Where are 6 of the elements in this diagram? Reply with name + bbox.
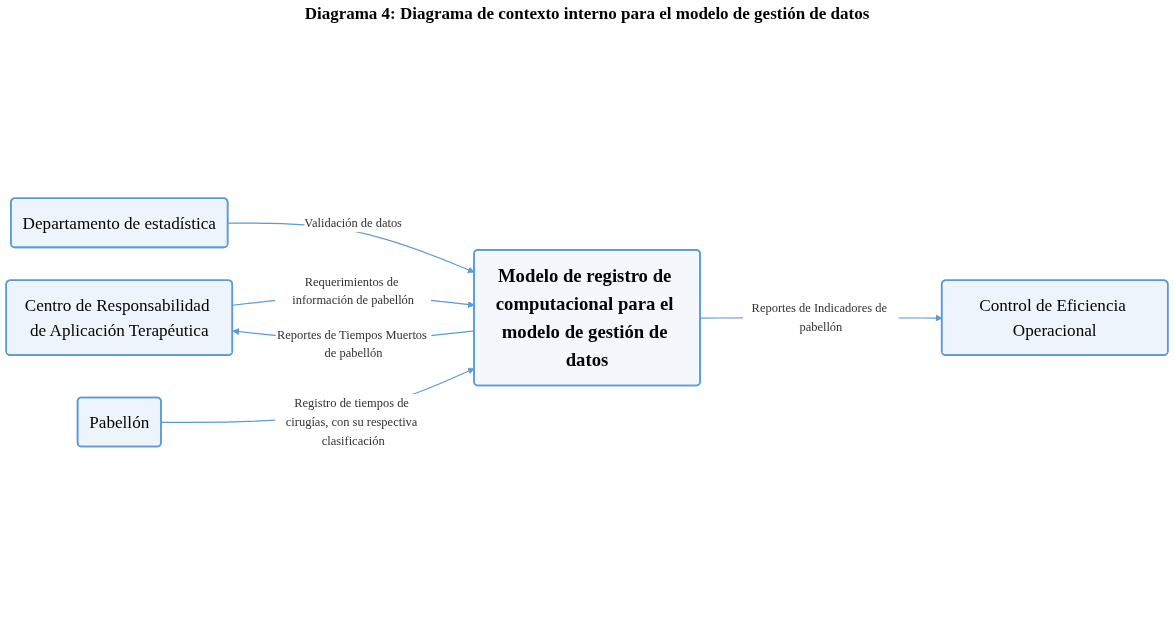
edge-label: Reportes de Indicadores de pabellón xyxy=(751,301,888,334)
edge-label: Requerimientos de información de pabellón xyxy=(292,274,415,307)
edge-label: Validación de datos xyxy=(304,215,402,229)
edge-label: Registro de tiempos de cirugías, con su respectiva clasificación xyxy=(285,396,418,447)
edge-label: Reportes de Tiempos Muertos de pabellón xyxy=(276,327,427,360)
diagram-title: Diagrama 4: Diagrama de contexto interno para el modelo de gestión de datos xyxy=(303,4,871,24)
